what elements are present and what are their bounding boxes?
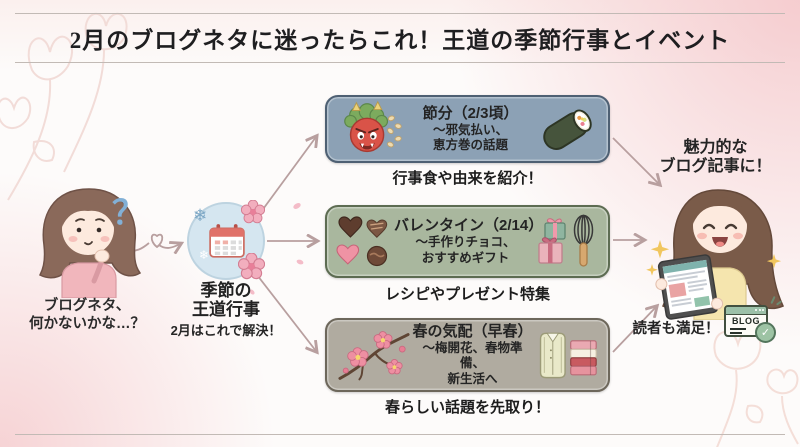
- setsubun-caption: 行事食や由来を紹介！: [392, 170, 543, 187]
- spring-jacket-clothes-icon: [539, 332, 597, 379]
- hub-label: 季節の 王道行事: [156, 281, 296, 319]
- seasonal-hub-circle: ❄ ❄ ❅: [187, 200, 265, 280]
- valentine-caption: レシピやプレゼント特集: [384, 286, 550, 303]
- hub-label-line-1: 季節の: [200, 281, 252, 300]
- corner-flowers-bottom-right: [713, 331, 799, 447]
- result-headline-line-1: 魅力的な: [683, 139, 748, 156]
- valentine-line-3: おすすめギフト: [421, 250, 510, 265]
- header-rule-bottom: [15, 62, 785, 63]
- heart-chocolates-icon: [336, 215, 388, 266]
- snowflake-icon: ❄: [193, 206, 208, 225]
- setsubun-title: 節分（2/3頃）: [422, 104, 519, 122]
- event-box-setsubun: 節分（2/3頃） ～邪気払い、 恵方巻の話題: [325, 95, 610, 163]
- cherry-blossom-icon: [241, 200, 265, 224]
- blog-window-icon: BLOG ✓: [724, 295, 783, 343]
- early-spring-line-2: ～梅開花、春物準備、: [422, 340, 523, 371]
- event-box-early-spring: 春の気配（早春） ～梅開花、春物準備、 新生活へ: [325, 318, 610, 392]
- valentine-text: バレンタイン（2/14） ～手作りチョコ、 おすすめギフト: [394, 217, 544, 266]
- question-mark: ？: [112, 194, 145, 231]
- thinking-woman-illustration: [38, 188, 142, 298]
- event-box-valentine: バレンタイン（2/14） ～手作りチョコ、 おすすめギフト: [325, 205, 610, 278]
- satisfaction-text: 読者も満足！: [632, 321, 720, 337]
- valentine-title: バレンタイン（2/14）: [394, 217, 544, 234]
- blog-badge-label: BLOG: [732, 316, 760, 326]
- header-rule-top: [15, 13, 785, 14]
- page-title: 2月のブログネタに迷ったらこれ！王道の季節行事とイベント: [69, 28, 731, 53]
- happy-blogger-illustration: [646, 189, 785, 320]
- blog-text-line: [730, 328, 746, 330]
- thought-text: ブログネタ、 何かないかな…？: [2, 297, 172, 333]
- valentine-line-2: ～手作りチョコ、: [415, 235, 516, 249]
- thought-line-2: 何かないかな…？: [29, 316, 145, 332]
- window-dots-icon: [755, 309, 764, 311]
- footer-rule: [15, 434, 785, 435]
- oni-with-beans-icon: [344, 100, 402, 153]
- ehomaki-roll-icon: [543, 109, 592, 150]
- early-spring-caption: 春らしい話題を先取り！: [384, 399, 550, 416]
- early-spring-text: 春の気配（早春） ～梅開花、春物準備、 新生活へ: [412, 323, 533, 388]
- blog-window-titlebar: [726, 307, 766, 315]
- setsubun-line-3: 恵方巻の話題: [432, 138, 508, 152]
- result-headline-line-2: ブログ記事に！: [659, 158, 772, 175]
- early-spring-title: 春の気配（早春）: [412, 322, 533, 340]
- thought-line-1: ブログネタ、: [43, 298, 131, 314]
- plum-blossom-branch-icon: [338, 331, 410, 381]
- gift-boxes-whisk-icon: [538, 214, 594, 267]
- check-icon: ✓: [755, 322, 776, 343]
- arrow-hub-to-setsubun: [257, 137, 316, 217]
- blog-text-line: [730, 332, 742, 334]
- setsubun-line-2: ～邪気払い、: [432, 122, 508, 137]
- snowflake-icon: ❄: [199, 248, 210, 262]
- hub-subline: 2月はこれで解決！: [170, 323, 282, 338]
- early-spring-line-3: 新生活へ: [447, 371, 498, 386]
- result-headline: 魅力的な ブログ記事に！: [638, 138, 793, 176]
- calendar-icon: [209, 224, 245, 258]
- sparkle-icon: [646, 240, 782, 276]
- hub-label-line-2: 王道行事: [192, 300, 260, 319]
- setsubun-text: 節分（2/3頃） ～邪気払い、 恵方巻の話題: [404, 105, 537, 154]
